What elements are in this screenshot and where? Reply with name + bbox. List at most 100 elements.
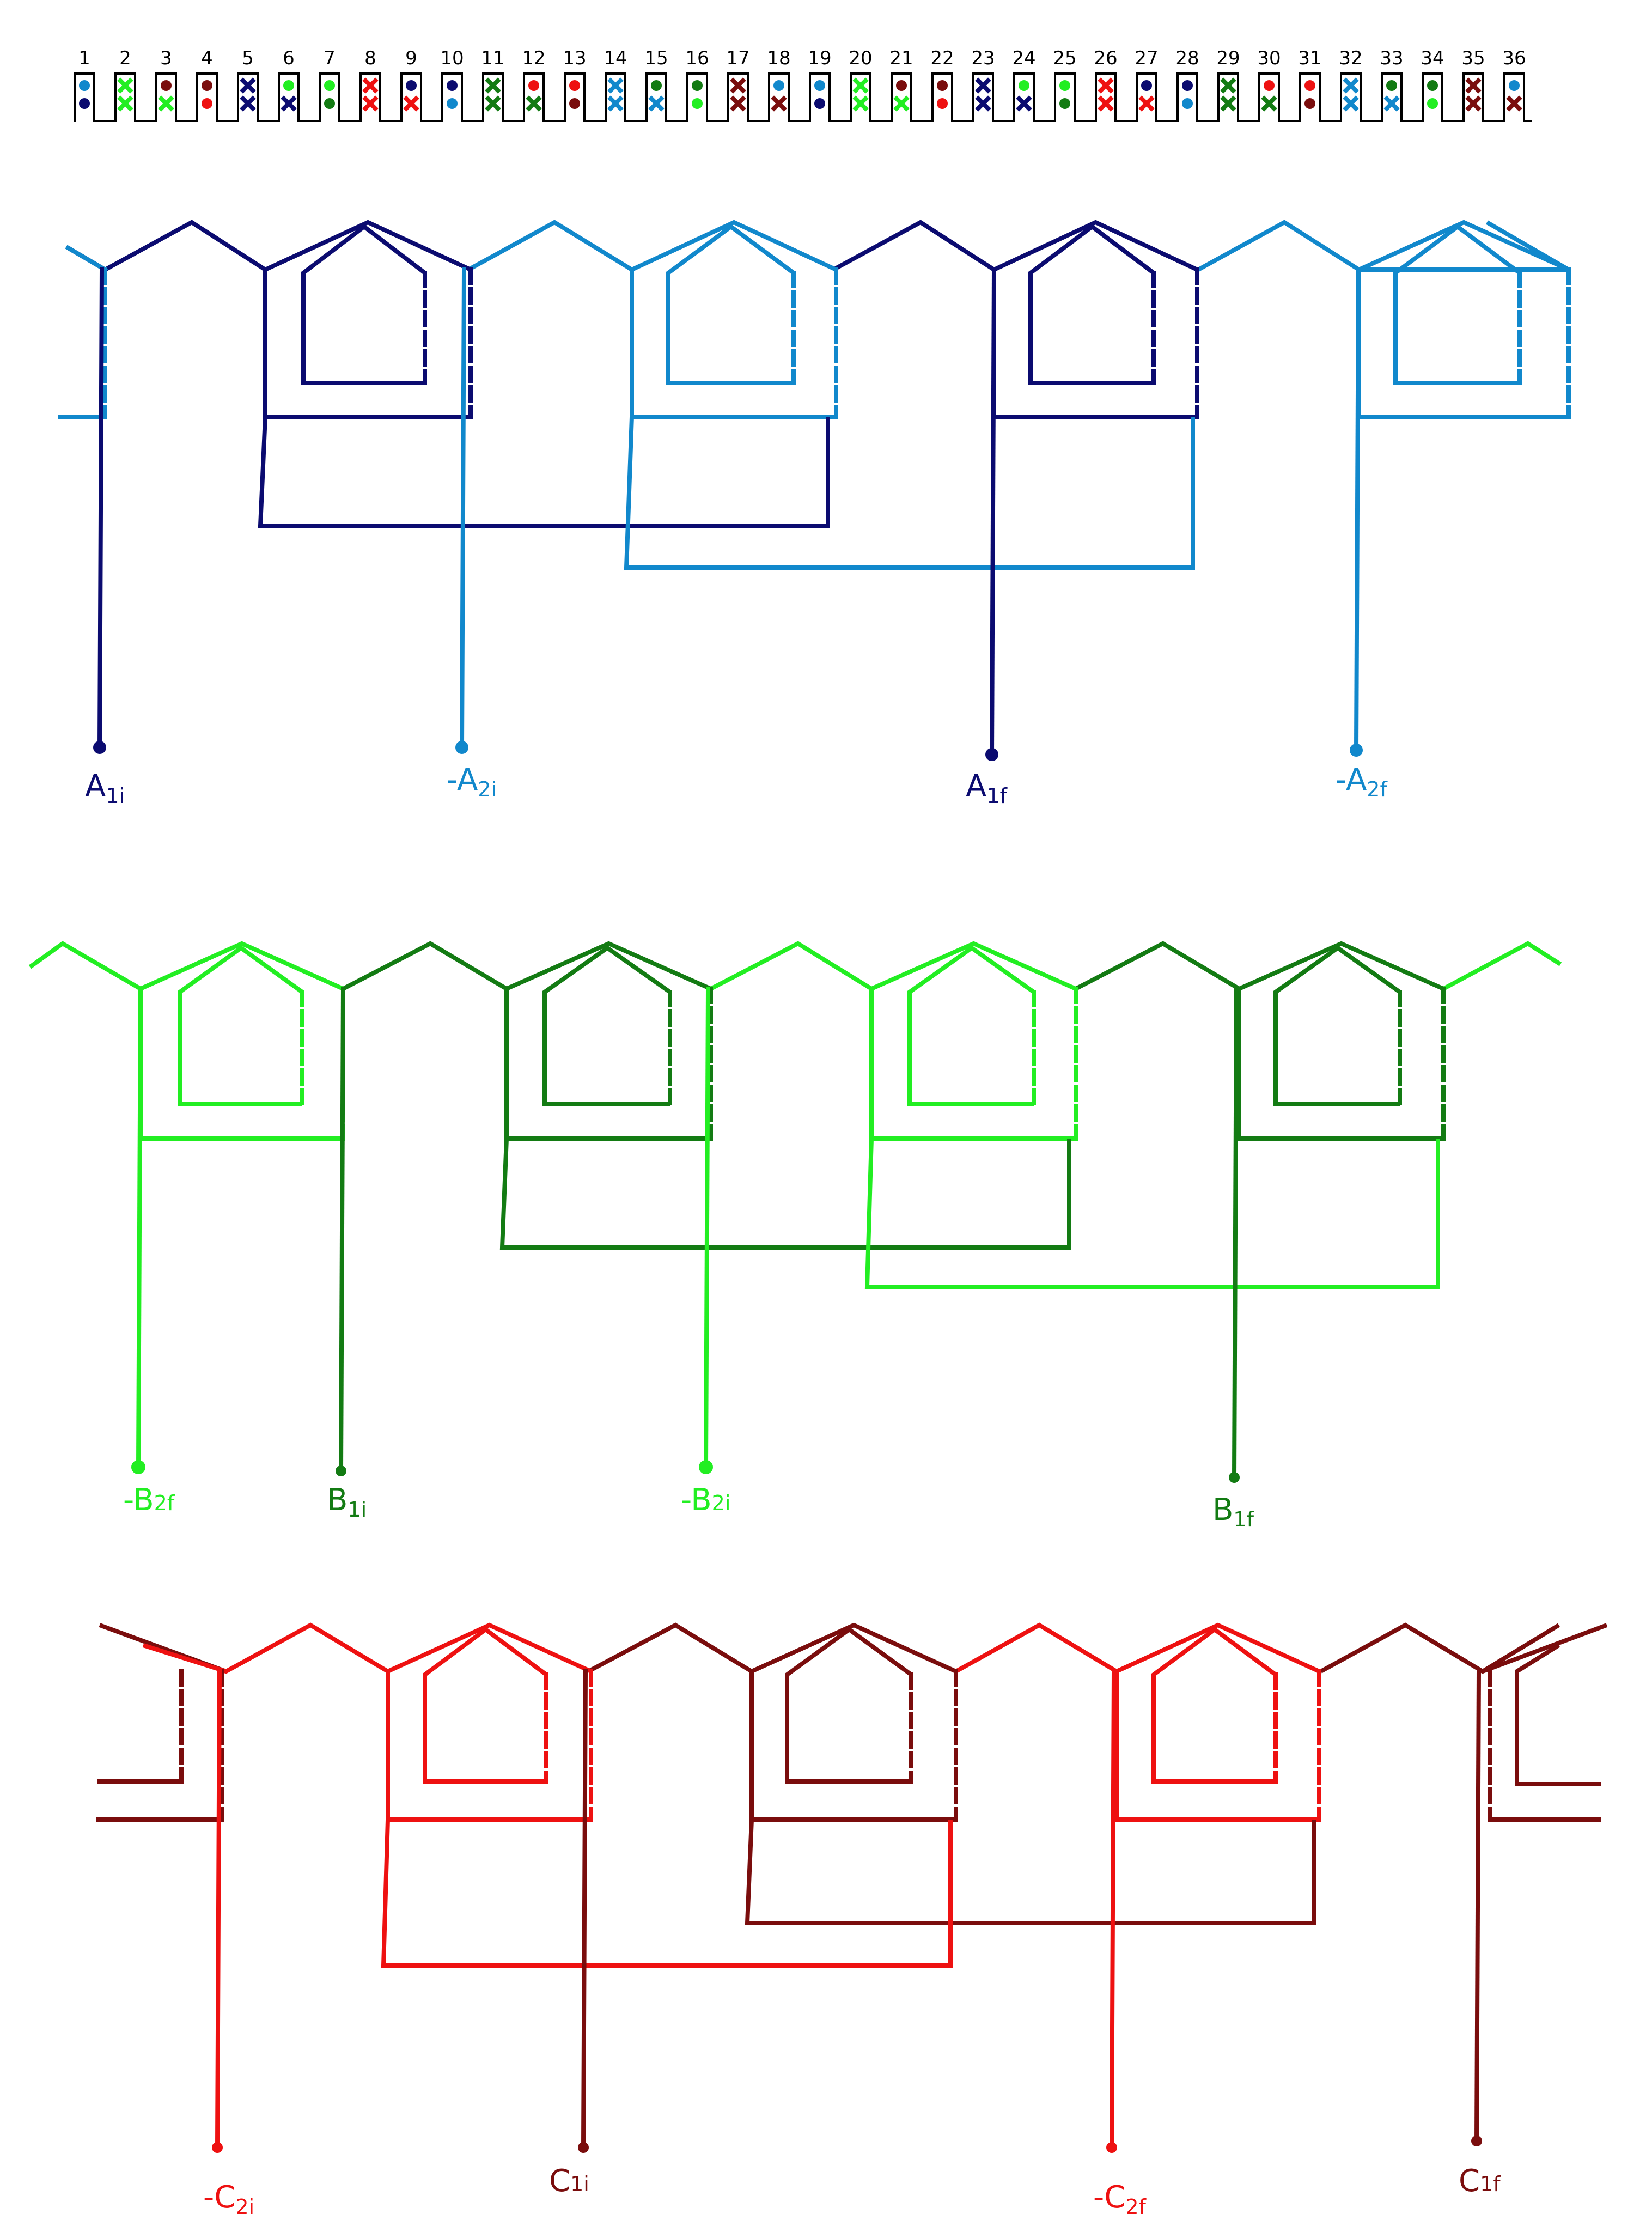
b2-wave-top	[28, 941, 142, 991]
cross-stroke	[1098, 95, 1114, 112]
slot-mark-top-dot	[651, 80, 662, 91]
slot-mark-top-dot	[692, 80, 703, 91]
cross-stroke	[362, 95, 379, 112]
slot-mark-top-dot	[1182, 80, 1193, 91]
slot-number: 17	[726, 47, 749, 69]
slot-number: 34	[1421, 47, 1444, 69]
cross-stroke	[1138, 95, 1155, 112]
cross-stroke	[730, 77, 746, 94]
c2-wave-top	[142, 1622, 389, 1674]
slot-number: 35	[1461, 47, 1485, 69]
slot-number: 32	[1339, 47, 1362, 69]
slot-mark-bottom-cross	[1098, 95, 1114, 112]
terminal-label-a1f: A1f	[966, 769, 1008, 808]
slot-mark-top-dot	[1304, 80, 1315, 91]
slot-mark-bottom-dot	[447, 98, 458, 109]
phase-b-terminal-labels: -B2f B1i -B2i B1f	[123, 1482, 1255, 1531]
b1i-lead	[338, 986, 346, 1474]
cross-stroke	[158, 95, 174, 112]
a1-group-2-inner-outline	[1028, 223, 1155, 385]
cross-stroke	[485, 95, 501, 112]
terminal-dot-b2i	[699, 1460, 713, 1474]
c2-group-2-outer-outline	[1114, 1622, 1320, 1822]
slot-number: 27	[1135, 47, 1158, 69]
phase-a-coils	[58, 220, 1571, 761]
slot-mark-top-dot	[814, 80, 825, 91]
terminal-dot-c2f	[1106, 2142, 1117, 2153]
slot-mark-bottom-cross	[403, 95, 419, 112]
slot-number: 31	[1298, 47, 1321, 69]
c1-wave-top	[587, 1622, 753, 1674]
slot-mark-bottom-cross	[1383, 95, 1400, 112]
cross-stroke	[1343, 95, 1359, 112]
terminal-dot-b1i	[336, 1465, 346, 1476]
slot-mark-bottom-cross	[852, 95, 869, 112]
cross-stroke	[852, 95, 869, 112]
slot-mark-top-cross	[730, 77, 746, 94]
slot-mark-top-dot	[569, 80, 580, 91]
a1i-lead	[97, 267, 105, 750]
b1-group-1-outer-outline	[504, 941, 712, 1141]
terminal-label-a2i: -A2i	[447, 762, 497, 801]
slot-mark-bottom-cross	[158, 95, 174, 112]
c1-wave-end	[1482, 1623, 1608, 1674]
terminal-label-c1f: C1f	[1459, 2163, 1501, 2199]
slot-number: 10	[440, 47, 464, 69]
slot-mark-top-dot	[447, 80, 458, 91]
slot-mark-top-dot	[161, 80, 172, 91]
cross-stroke	[607, 77, 624, 94]
slot-number: 22	[930, 47, 954, 69]
b2i-lead	[703, 986, 711, 1470]
slot-mark-top-cross	[852, 77, 869, 94]
slot-number: 33	[1380, 47, 1403, 69]
cross-stroke	[362, 77, 379, 94]
terminal-label-a1i: A1i	[85, 769, 125, 808]
cross-stroke	[1343, 77, 1359, 94]
slot-mark-bottom-cross	[1261, 95, 1277, 112]
cross-stroke	[1220, 95, 1236, 112]
slot-mark-bottom-cross	[485, 95, 501, 112]
cross-stroke	[1383, 95, 1400, 112]
cross-stroke	[730, 95, 746, 112]
slot-mark-bottom-cross	[526, 95, 542, 112]
phase-a-terminal-labels: A1i -A2i A1f -A2f	[85, 762, 1388, 808]
a1-group-1-inner-outline	[301, 223, 426, 385]
slot-mark-bottom-cross	[893, 95, 910, 112]
slot-number: 11	[481, 47, 504, 69]
slot-mark-top-dot	[283, 80, 294, 91]
a1f-lead	[989, 267, 997, 757]
cross-stroke	[485, 77, 501, 94]
a1-wave-top	[66, 220, 267, 272]
slot-mark-top-dot	[1059, 80, 1070, 91]
b1-group-2-inner-outline	[1273, 945, 1401, 1106]
slot-mark-bottom-cross	[648, 95, 665, 112]
slot-number: 5	[242, 47, 254, 69]
terminal-label-b1f: B1f	[1212, 1492, 1255, 1531]
slot-number: 13	[563, 47, 586, 69]
slot-mark-top-cross	[1098, 77, 1114, 94]
slot-mark-bottom-dot	[79, 98, 90, 109]
a2-group-2-inner-outline	[1393, 224, 1521, 385]
terminal-label-a2f: -A2f	[1336, 762, 1388, 801]
slot-number: 28	[1175, 47, 1199, 69]
terminal-dot-b1f	[1229, 1472, 1240, 1483]
a2-jumper	[624, 416, 1195, 570]
b2-group-2-inner-outline	[907, 945, 1035, 1106]
slot-number: 12	[522, 47, 545, 69]
slot-number: 26	[1094, 47, 1117, 69]
b2-wave-top	[710, 941, 873, 991]
slot-mark-bottom-cross	[730, 95, 746, 112]
slot-number: 36	[1502, 47, 1526, 69]
slot-mark-bottom-dot	[814, 98, 825, 109]
a2-wave-top	[1197, 220, 1569, 272]
cross-stroke	[1465, 95, 1482, 112]
slot-number: 4	[201, 47, 213, 69]
slot-mark-top-cross	[1343, 77, 1359, 94]
slot-mark-top-dot	[773, 80, 784, 91]
slot-number: 30	[1257, 47, 1281, 69]
slot-mark-top-dot	[406, 80, 417, 91]
slot-mark-bottom-dot	[692, 98, 703, 109]
slot-mark-top-cross	[1220, 77, 1236, 94]
slot-mark-top-dot	[1427, 80, 1438, 91]
b2f-lead	[136, 986, 143, 1470]
